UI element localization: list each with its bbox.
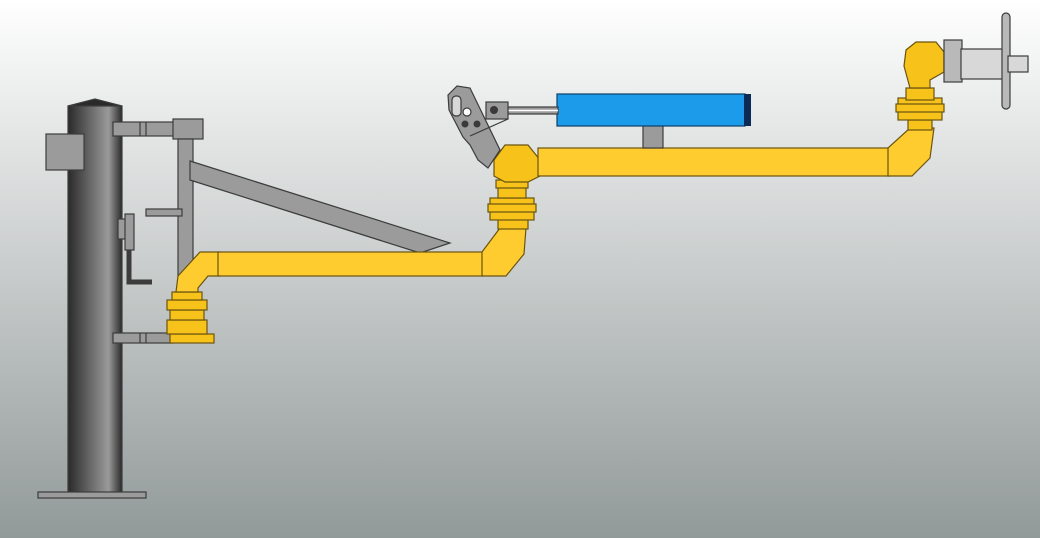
riser-column xyxy=(37,98,152,499)
handwheel-stub xyxy=(1007,55,1029,73)
coupler-flange xyxy=(943,39,963,83)
bracket-shelf xyxy=(145,208,183,217)
coupler-body xyxy=(960,48,1009,80)
inner-arm-pipe xyxy=(166,227,527,344)
junction-box xyxy=(45,133,85,171)
mid-swivel-elbow xyxy=(493,144,541,183)
upper-bracket-arm xyxy=(112,121,176,137)
support-bracket xyxy=(112,118,452,344)
hydraulic-cylinder xyxy=(556,93,746,127)
outer-arm-pipe xyxy=(537,41,945,177)
cylinder-end-cap xyxy=(744,94,751,126)
mid-swivel xyxy=(487,144,541,230)
inner-arm-horizontal xyxy=(217,251,485,277)
base-flange xyxy=(169,333,215,344)
top-elbow xyxy=(903,41,945,89)
column-base-plate xyxy=(37,491,147,499)
column-body xyxy=(67,105,123,495)
loading-coupler xyxy=(943,12,1029,110)
outer-arm-horizontal xyxy=(537,147,891,177)
lower-bracket-arm xyxy=(112,332,174,344)
hydraulic-assembly xyxy=(447,85,751,169)
column-hanger-rod xyxy=(126,250,152,285)
column-valve-body xyxy=(124,213,135,251)
upper-bracket-clamp xyxy=(172,118,204,140)
